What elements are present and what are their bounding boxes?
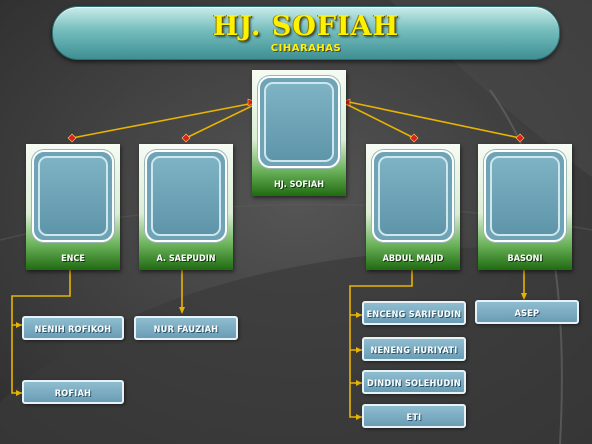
descendant-box-neneng-huriyati: NENENG HURIYATI bbox=[362, 337, 466, 361]
child-card-saepudin: A. SAEPUDIN bbox=[139, 144, 233, 270]
page-title: HJ. SOFIAH bbox=[212, 11, 400, 42]
child-card-basoni: BASONI bbox=[478, 144, 572, 270]
photo-placeholder bbox=[145, 150, 227, 242]
root-name: HJ. SOFIAH bbox=[274, 180, 324, 190]
descendant-box-dindin-solehudin: DINDIN SOLEHUDIN bbox=[362, 370, 466, 394]
photo-placeholder bbox=[372, 150, 454, 242]
descendant-box-nur-fauziah: NUR FAUZIAH bbox=[134, 316, 238, 340]
descendant-box-nenih-rofikoh: NENIH ROFIKOH bbox=[22, 316, 124, 340]
child-card-majid: ABDUL MAJID bbox=[366, 144, 460, 270]
child-name: ABDUL MAJID bbox=[382, 254, 444, 264]
child-name: A. SAEPUDIN bbox=[156, 254, 216, 264]
descendant-box-asep: ASEP bbox=[475, 300, 579, 324]
descendant-box-enceng-sarifudin: ENCENG SARIFUDIN bbox=[362, 301, 466, 325]
child-name: BASONI bbox=[507, 254, 543, 264]
descendant-box-eti: ETI bbox=[362, 404, 466, 428]
child-card-ence: ENCE bbox=[26, 144, 120, 270]
photo-placeholder bbox=[32, 150, 114, 242]
title-banner: HJ. SOFIAH CIHARAHAS bbox=[52, 6, 560, 60]
photo-placeholder bbox=[484, 150, 566, 242]
descendant-box-rofiah: ROFIAH bbox=[22, 380, 124, 404]
page-subtitle: CIHARAHAS bbox=[270, 43, 342, 54]
root-card: HJ. SOFIAH bbox=[252, 70, 346, 196]
child-name: ENCE bbox=[61, 254, 85, 264]
photo-placeholder bbox=[258, 76, 340, 168]
